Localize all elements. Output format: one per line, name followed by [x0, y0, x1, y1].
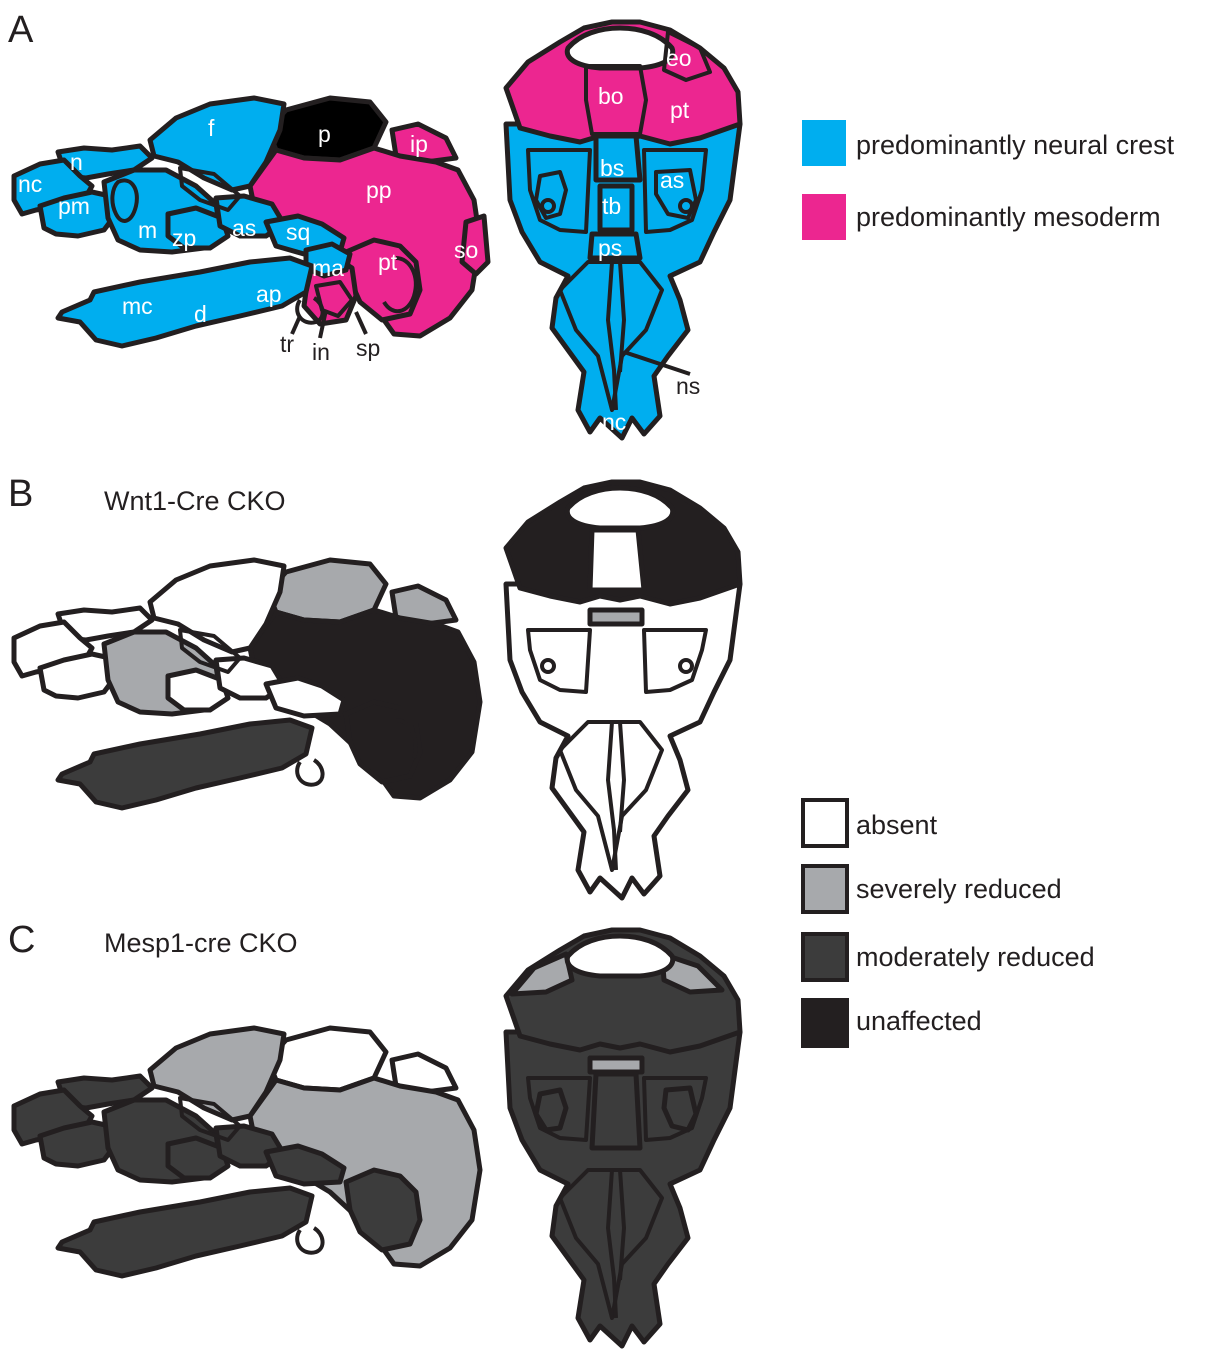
label-as-ventral: as [660, 167, 684, 193]
label-mc: mc [122, 293, 153, 319]
label-nc-ventral: nc [602, 409, 626, 435]
legend-swatch-absent [803, 800, 847, 846]
panel-c-ventral-skull [506, 930, 740, 1346]
legend-phenotype: absent severely reduced moderately reduc… [803, 800, 1095, 1046]
c-tympanic-ring [297, 1228, 322, 1253]
legend-swatch-mesoderm [802, 194, 846, 240]
label-pt-ventral: pt [670, 97, 690, 123]
label-p: p [318, 121, 331, 147]
legend-origin: predominantly neural crest predominantly… [802, 120, 1175, 240]
panel-c: C Mesp1-cre CKO [8, 919, 740, 1346]
legend-label-unaffected: unaffected [856, 1006, 982, 1036]
b-basioccipital [590, 530, 644, 590]
label-in: in [312, 339, 330, 365]
label-zp: zp [172, 225, 196, 251]
panel-a: A [8, 9, 740, 438]
label-sp: sp [356, 335, 380, 361]
panel-b-letter: B [8, 473, 33, 515]
label-pt: pt [378, 249, 398, 275]
label-bs: bs [600, 155, 624, 181]
label-n: n [70, 149, 83, 175]
b-basisphenoid-bar [590, 610, 642, 624]
label-m: m [138, 217, 157, 243]
legend-label-absent: absent [856, 810, 938, 840]
legend-label-neural-crest: predominantly neural crest [856, 130, 1175, 160]
label-ns: ns [676, 373, 700, 399]
label-d: d [194, 301, 207, 327]
b-pterygoid [346, 702, 420, 782]
c-mandible [58, 1188, 312, 1276]
label-eo: eo [666, 45, 692, 71]
panel-c-letter: C [8, 919, 35, 961]
panel-a-letter: A [8, 9, 34, 51]
label-pp: pp [366, 177, 392, 203]
legend-swatch-severely-reduced [803, 866, 847, 912]
label-f: f [208, 115, 215, 141]
c-tympanic [592, 1074, 640, 1148]
c-right-alisphenoid [664, 1088, 696, 1130]
legend-swatch-unaffected [803, 1000, 847, 1046]
panel-b-ventral-skull [506, 482, 740, 898]
b-foramen-magnum [567, 488, 673, 528]
label-ap: ap [256, 281, 282, 307]
label-as: as [232, 215, 256, 241]
panel-c-lateral-skull [14, 1028, 480, 1276]
legend-label-moderately-reduced: moderately reduced [856, 942, 1095, 972]
legend-label-mesoderm: predominantly mesoderm [856, 202, 1161, 232]
label-ps: ps [598, 235, 622, 261]
c-foramen-magnum [567, 936, 673, 976]
panel-b-lateral-skull [14, 560, 480, 808]
leader-sp [356, 312, 366, 334]
c-pterygoid [346, 1170, 420, 1250]
legend-label-severely-reduced: severely reduced [856, 874, 1062, 904]
legend-swatch-neural-crest [802, 120, 846, 166]
label-nc: nc [18, 171, 42, 197]
c-basisphenoid-bar [590, 1058, 642, 1072]
label-ma: ma [312, 255, 344, 281]
label-tr: tr [280, 331, 294, 357]
foramen-magnum [567, 28, 673, 68]
label-tb: tb [602, 193, 621, 219]
legend-swatch-moderately-reduced [803, 934, 847, 980]
label-so: so [454, 237, 478, 263]
panel-c-title: Mesp1-cre CKO [104, 928, 298, 958]
c-left-alisphenoid [536, 1090, 566, 1130]
label-bo: bo [598, 83, 624, 109]
label-ip: ip [410, 131, 428, 157]
panel-b: B Wnt1-Cre CKO [8, 473, 740, 898]
b-mandible [58, 720, 312, 808]
panel-b-title: Wnt1-Cre CKO [104, 486, 286, 516]
label-pm: pm [58, 193, 90, 219]
label-sq: sq [286, 219, 310, 245]
b-tympanic-ring [297, 760, 322, 785]
